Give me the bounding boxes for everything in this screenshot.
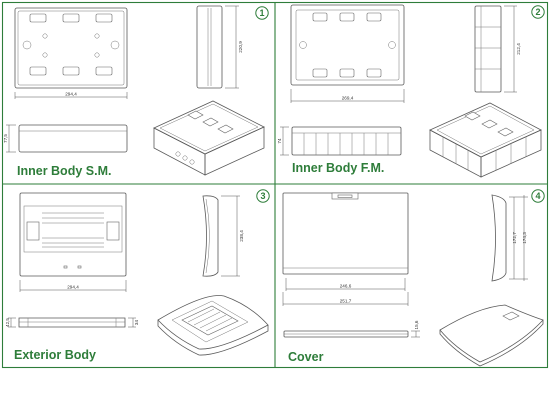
inner-body-fm-side-view: 212,4 bbox=[474, 5, 521, 93]
inner-body-sm-side-view: 220,9 bbox=[196, 5, 243, 89]
dim-height: 212,4 bbox=[516, 43, 521, 55]
cover-bottom-view: 15,6 bbox=[283, 320, 420, 338]
cover-isometric-view bbox=[439, 304, 544, 367]
panel-inner-body-fm: 2 269,4 212,4 bbox=[277, 4, 545, 178]
panel-2-title: Inner Body F.M. bbox=[292, 161, 384, 175]
dim-depth: 74 bbox=[277, 138, 282, 144]
dim-width: 269,4 bbox=[342, 96, 354, 101]
dim-height-a: 172,7 bbox=[512, 232, 517, 244]
dim-height: 220,9 bbox=[238, 41, 243, 53]
dim-depth: 77,5 bbox=[3, 134, 8, 143]
inner-body-sm-front-view: 77,5 bbox=[3, 124, 128, 153]
svg-text:3: 3 bbox=[260, 191, 265, 201]
svg-text:4: 4 bbox=[535, 191, 540, 201]
dim-depth-a: 42,5 bbox=[5, 318, 10, 327]
exterior-body-isometric-view bbox=[157, 295, 269, 356]
exterior-body-front-view: 294,4 bbox=[19, 192, 127, 292]
panel-inner-body-sm: 1 294,4 bbox=[3, 5, 269, 178]
dim-width: 294,4 bbox=[67, 285, 79, 290]
inner-body-fm-isometric-view bbox=[429, 102, 542, 178]
exterior-body-side-view: 238,4 bbox=[202, 195, 244, 277]
panel-4-number-badge: 4 bbox=[531, 189, 545, 203]
exterior-body-bottom-view: 42,5 34 bbox=[5, 318, 139, 328]
dim-height: 238,4 bbox=[239, 230, 244, 242]
panel-3-title: Exterior Body bbox=[14, 348, 96, 362]
panel-exterior-body: 3 294,4 238,4 bbox=[5, 189, 270, 362]
panel-4-title: Cover bbox=[288, 350, 324, 364]
panel-1-number-badge: 1 bbox=[255, 6, 269, 20]
inner-body-fm-top-view: 269,4 bbox=[290, 4, 405, 103]
inner-body-sm-isometric-view bbox=[153, 100, 265, 176]
panel-1-title: Inner Body S.M. bbox=[17, 164, 111, 178]
dim-depth-b: 34 bbox=[134, 320, 139, 326]
inner-body-sm-top-view: 294,4 bbox=[14, 7, 128, 99]
panel-2-number-badge: 2 bbox=[531, 5, 545, 19]
cover-side-view: 172,7 174,3 bbox=[491, 194, 528, 282]
dim-width: 294,4 bbox=[65, 92, 77, 97]
panel-cover: 4 246,6 251,7 172,7 174,3 bbox=[282, 189, 545, 367]
dim-width-b: 251,7 bbox=[340, 299, 352, 304]
svg-text:1: 1 bbox=[259, 8, 264, 18]
dim-thickness: 15,6 bbox=[414, 320, 419, 329]
svg-text:2: 2 bbox=[535, 7, 540, 17]
dim-height-b: 174,3 bbox=[522, 232, 527, 244]
dim-width-a: 246,6 bbox=[340, 284, 352, 289]
inner-body-fm-front-view: 74 bbox=[277, 126, 402, 156]
panel-grid bbox=[1, 1, 549, 369]
cover-front-view: 246,6 251,7 bbox=[282, 192, 409, 306]
panel-3-number-badge: 3 bbox=[256, 189, 270, 203]
